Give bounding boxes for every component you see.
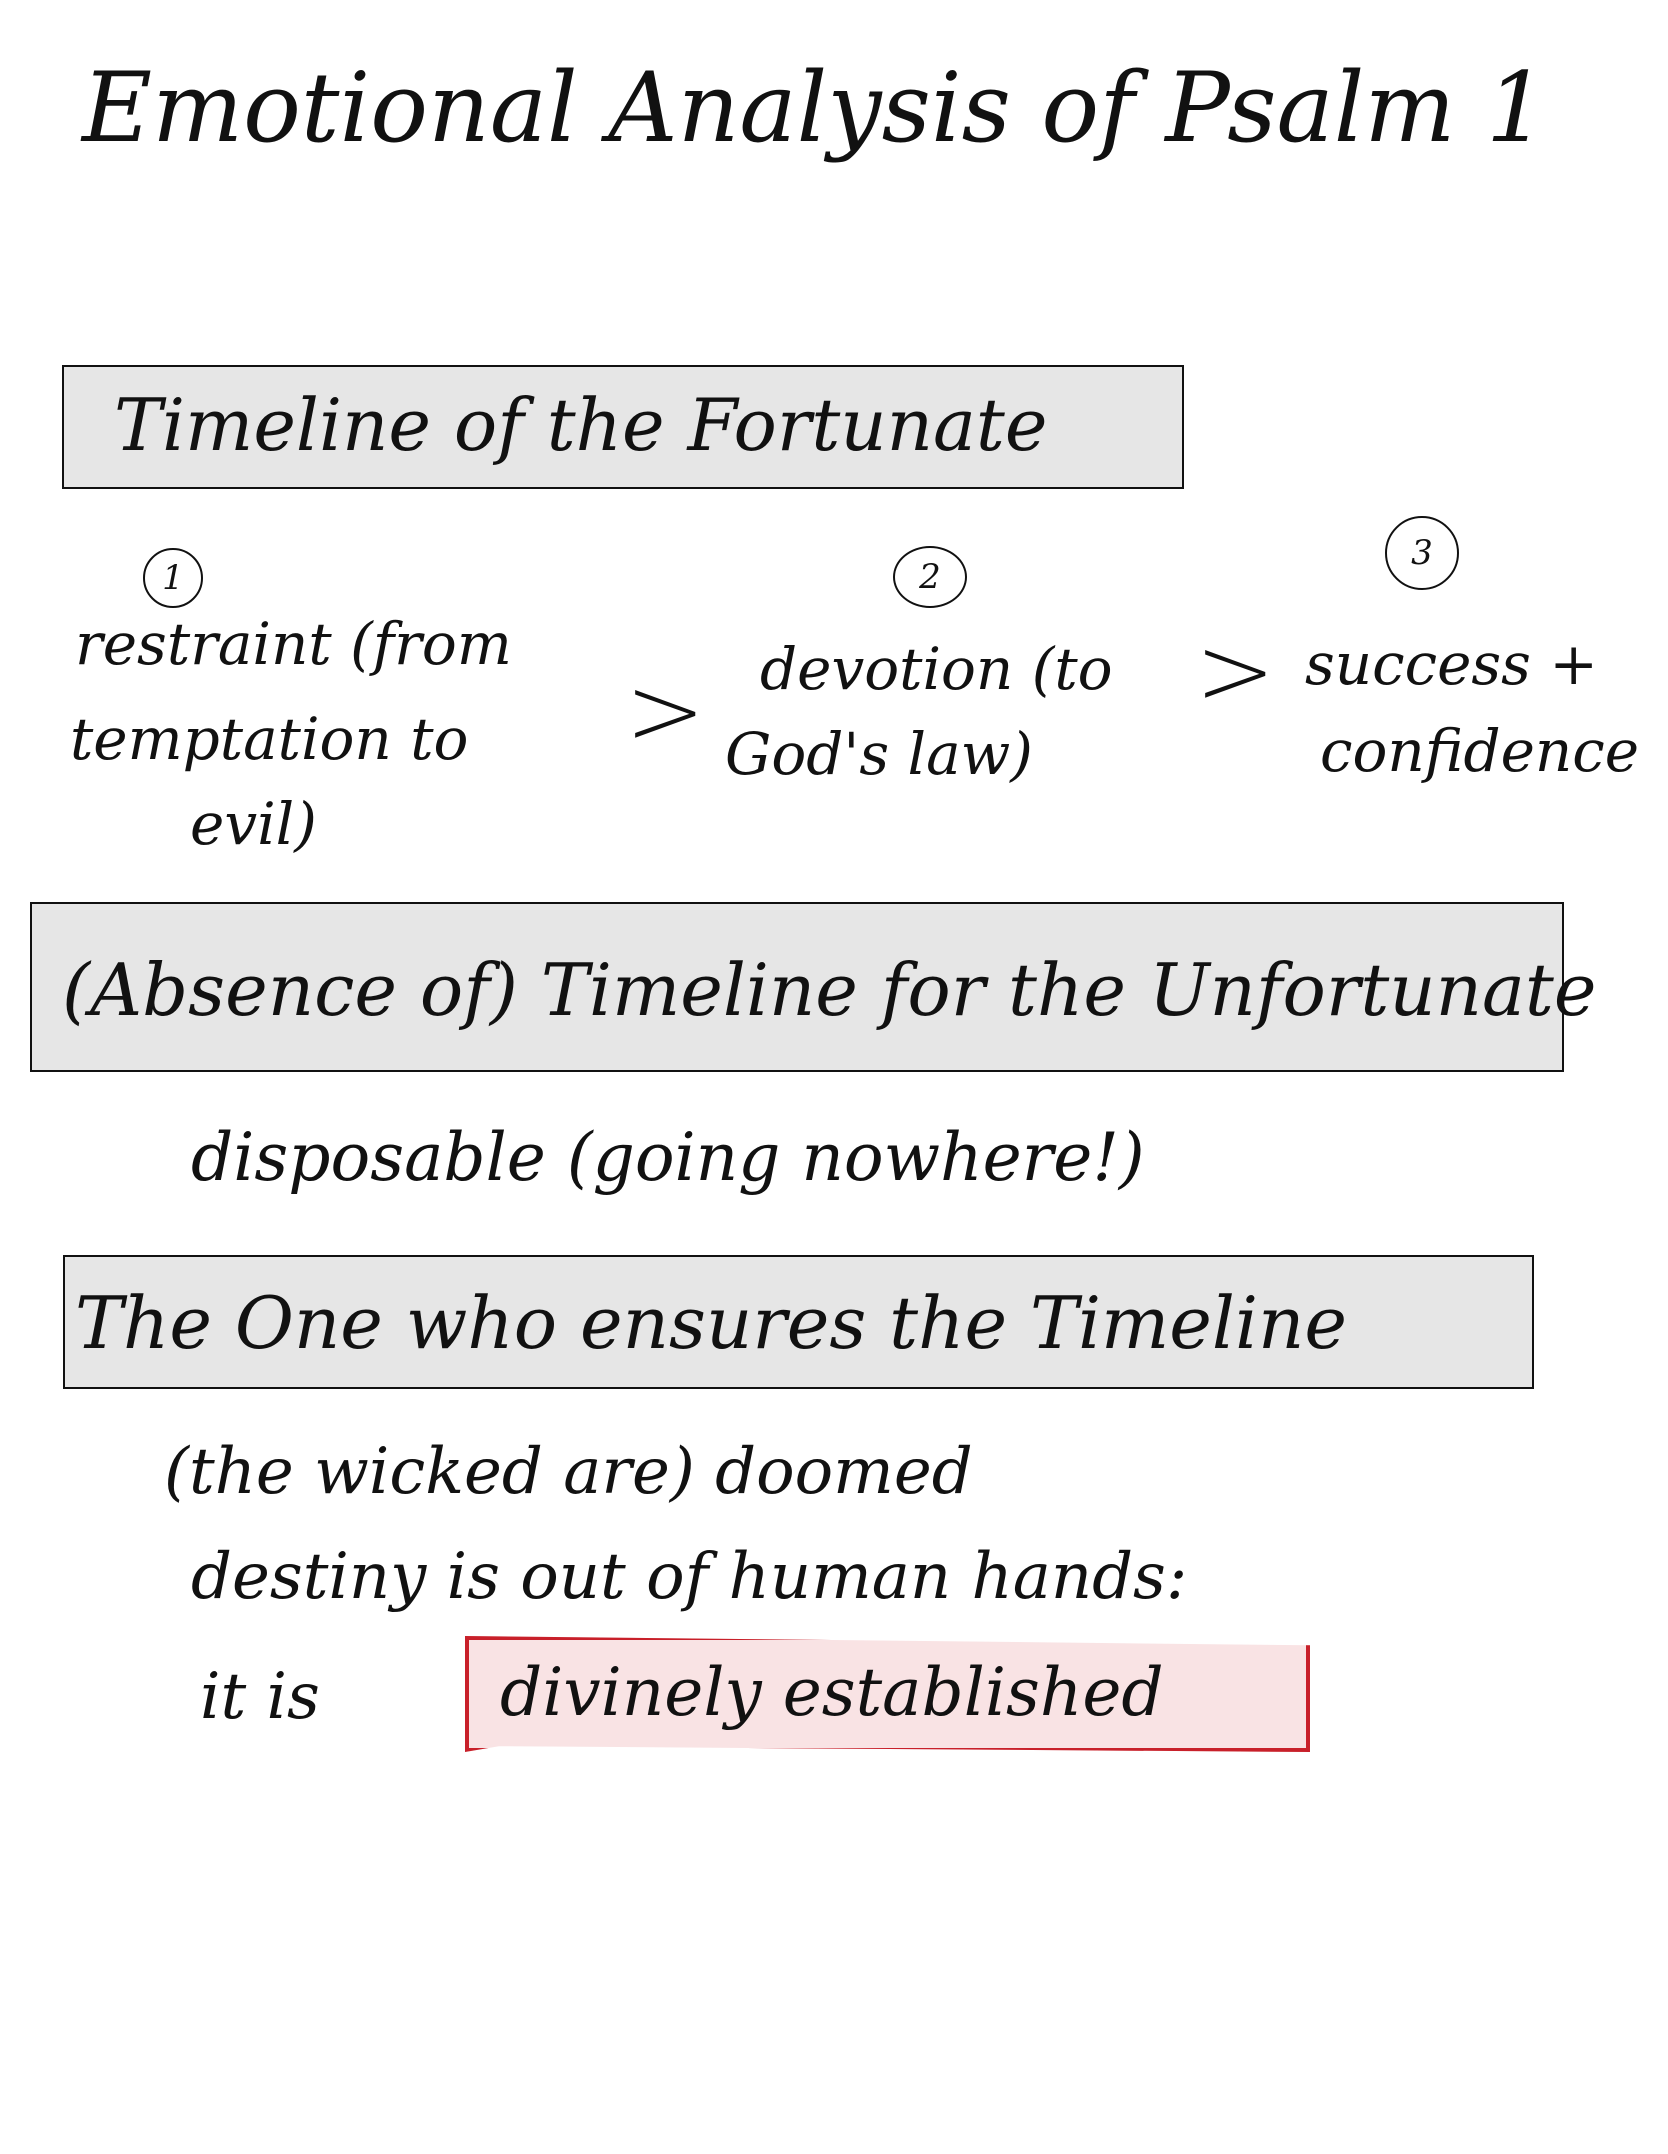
heading-box-fortunate: Timeline of the Fortunate: [62, 365, 1184, 489]
step3-line1: success +: [1305, 630, 1598, 698]
arrow-icon-2: >: [1195, 615, 1276, 727]
heading-ensurer: The One who ensures the Timeline: [75, 1281, 1347, 1365]
step1-line3: evil): [190, 790, 317, 858]
step-number-1: 1: [143, 548, 203, 608]
doomed-line: (the wicked are) doomed: [164, 1435, 973, 1509]
page-title: Emotional Analysis of Psalm 1: [82, 52, 1548, 164]
step-number-3: 3: [1385, 516, 1459, 590]
heading-unfortunate: (Absence of) Timeline for the Unfortunat…: [62, 948, 1597, 1032]
destiny-line: destiny is out of human hands:: [191, 1540, 1188, 1614]
unfortunate-note: disposable (going nowhere!): [191, 1119, 1145, 1196]
step2-line2: God's law): [725, 720, 1033, 788]
heading-box-ensurer: The One who ensures the Timeline: [63, 1255, 1534, 1389]
step1-line1: restraint (from: [75, 610, 512, 678]
step3-line2: confidence: [1320, 717, 1640, 785]
step-number-2: 2: [893, 546, 967, 608]
heading-box-unfortunate: (Absence of) Timeline for the Unfortunat…: [30, 902, 1596, 1072]
step1-line2: temptation to: [70, 705, 469, 773]
highlight-text: divinely established: [500, 1654, 1164, 1731]
it-is-label: it is: [200, 1660, 320, 1734]
heading-fortunate: Timeline of the Fortunate: [114, 383, 1048, 467]
arrow-icon-1: >: [625, 655, 706, 767]
step2-line1: devotion (to: [760, 635, 1113, 703]
